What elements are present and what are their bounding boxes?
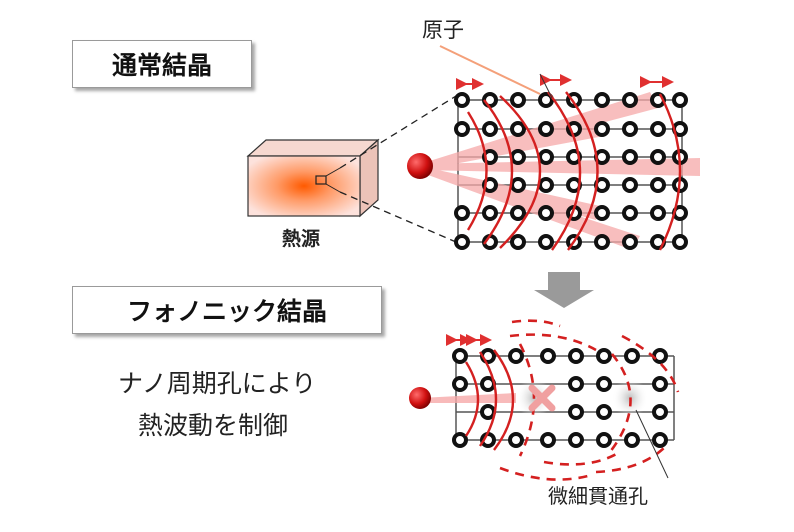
description-line1: ナノ周期孔により bbox=[118, 369, 317, 398]
normal-crystal-lattice bbox=[407, 45, 700, 251]
description-line2: 熱波動を制御 bbox=[138, 411, 289, 440]
atom-label: 原子 bbox=[422, 18, 464, 42]
transition-arrow bbox=[534, 272, 594, 308]
phononic-crystal-label: フォノニック結晶 bbox=[72, 286, 382, 334]
through-hole-label: 微細貫通孔 bbox=[548, 484, 648, 508]
phononic-crystal-lattice bbox=[409, 319, 680, 481]
normal-crystal-label: 通常結晶 bbox=[72, 40, 252, 88]
heat-source-block bbox=[246, 138, 380, 218]
blocked-mark-icon bbox=[528, 384, 556, 412]
heat-source-label: 熱源 bbox=[282, 228, 321, 250]
